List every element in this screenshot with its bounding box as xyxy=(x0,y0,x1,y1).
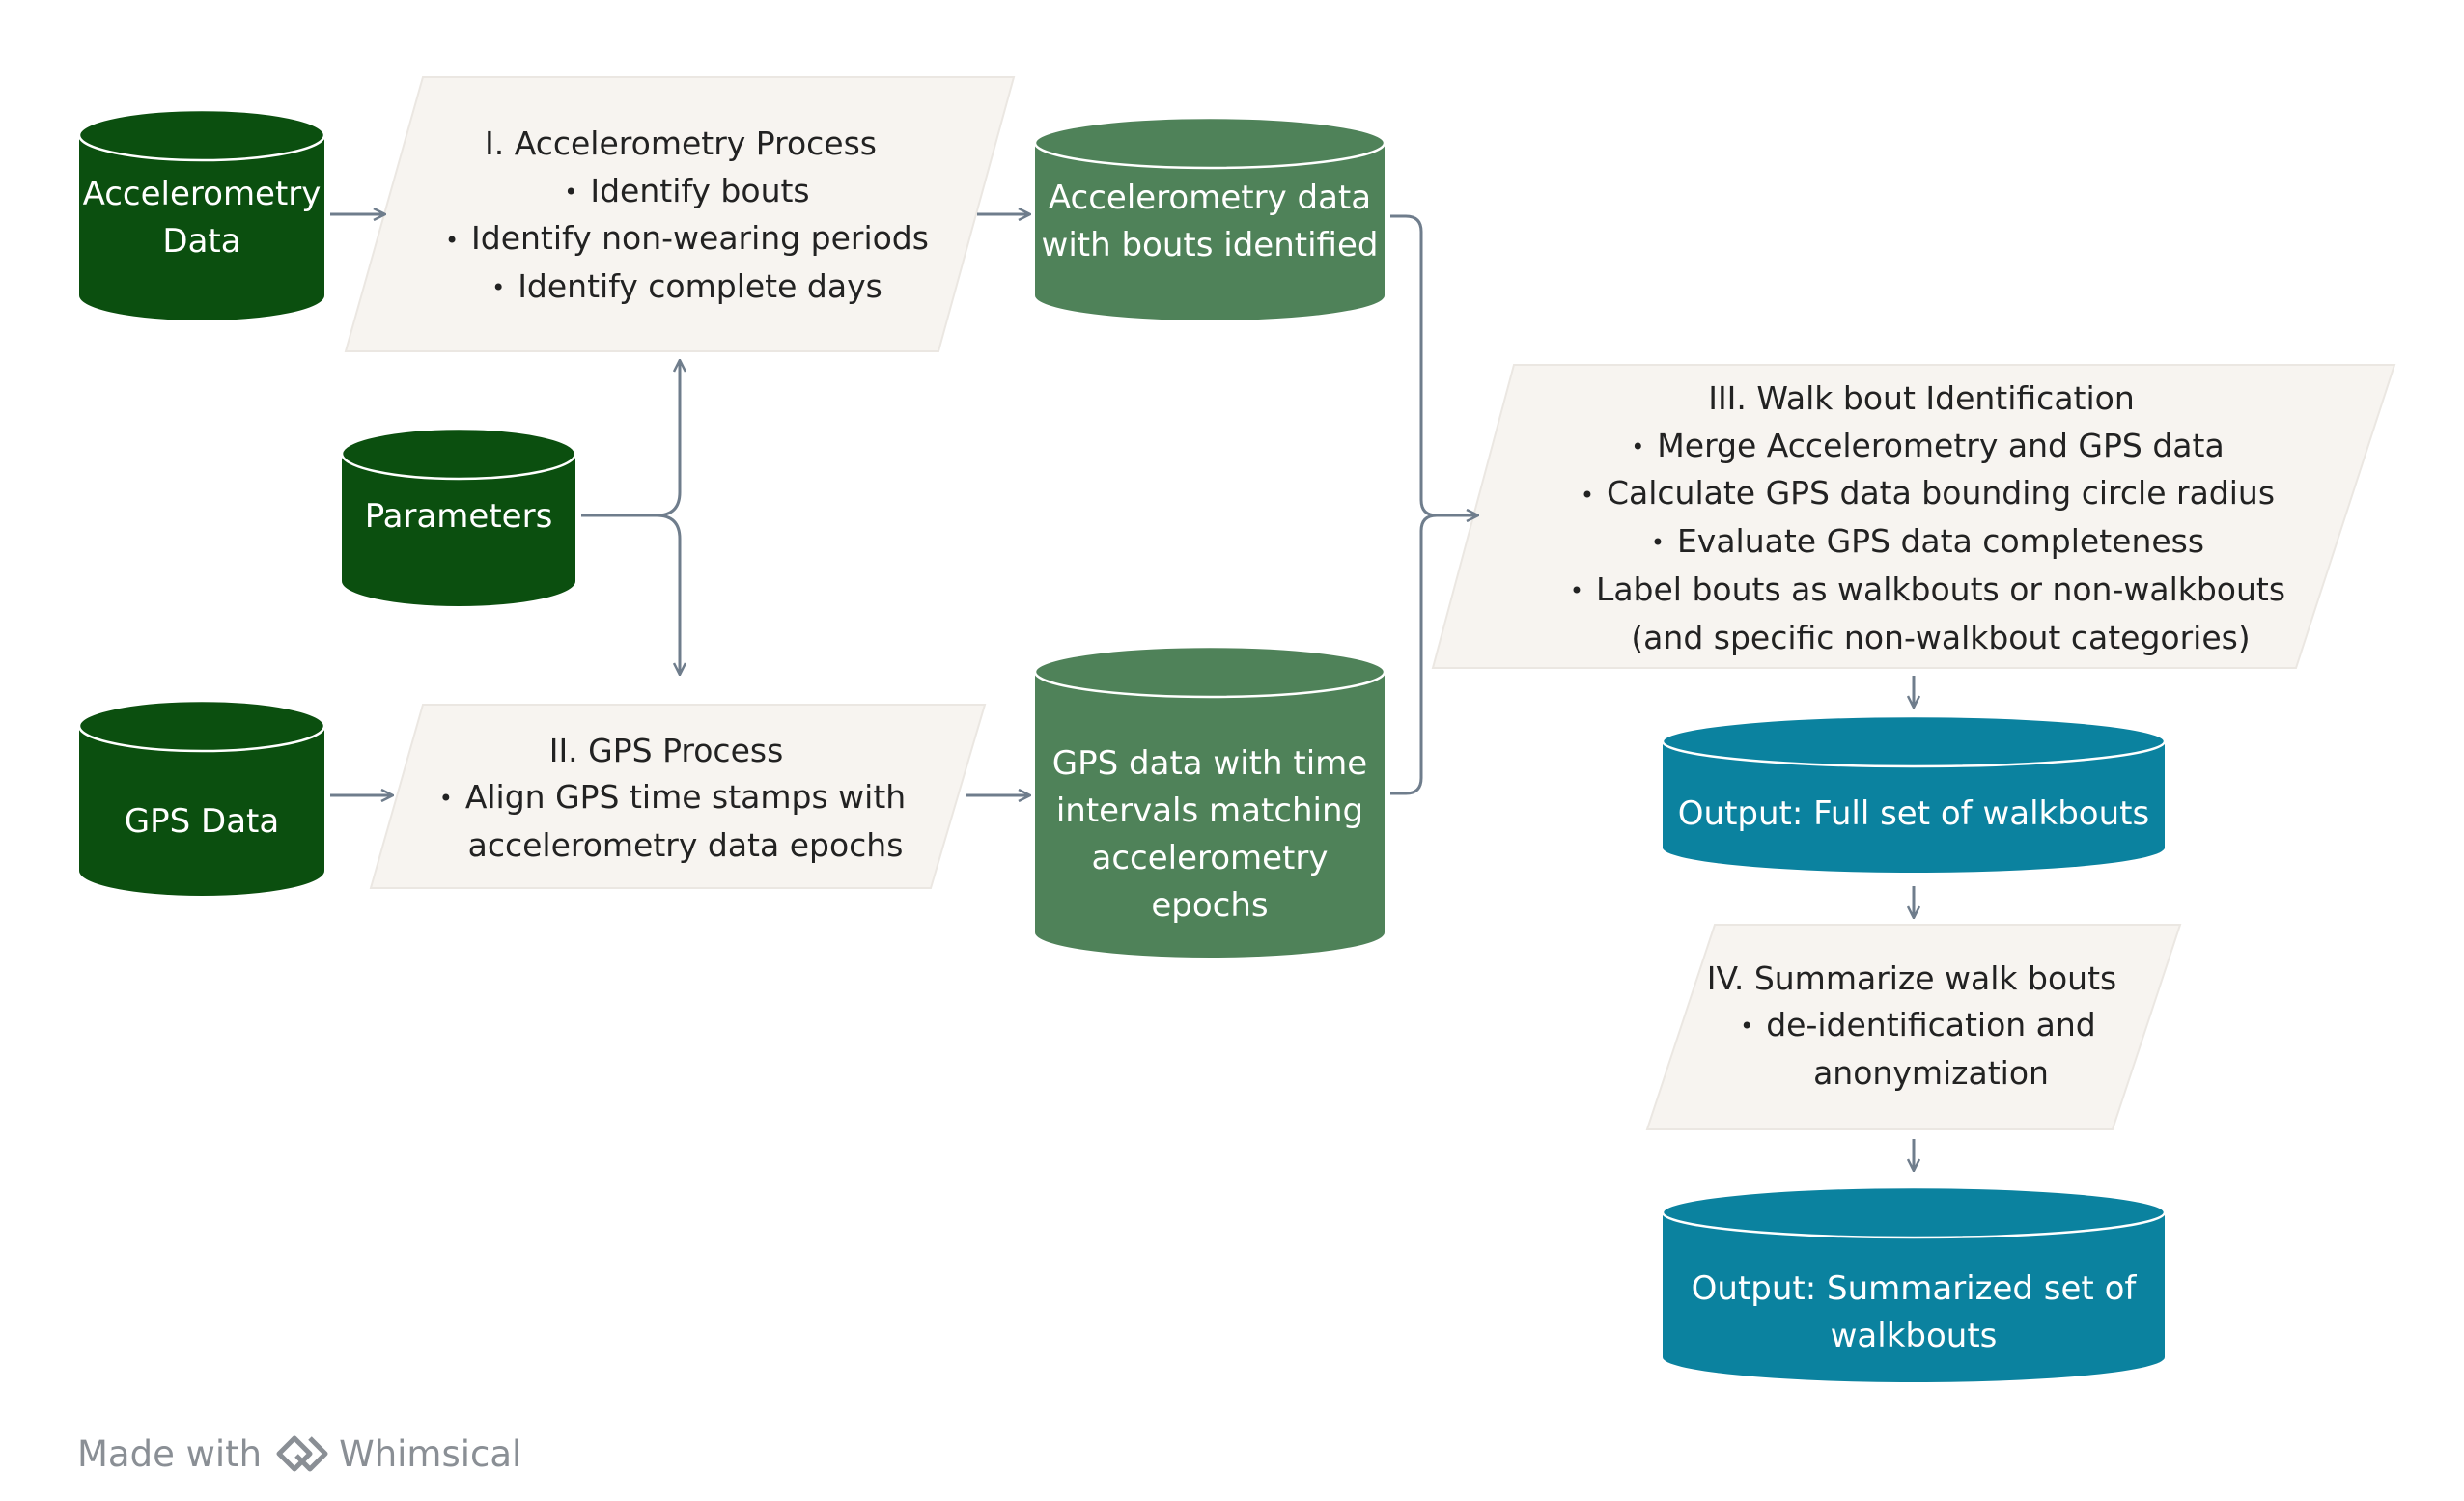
output-summarized-label: Output: Summarized set of walkbouts xyxy=(1691,1269,2137,1355)
connector-accel-bouts-to-p3 xyxy=(1390,214,1477,515)
gps-intervals-label: GPS data with time intervals matching ac… xyxy=(1051,744,1368,925)
process-2-text: II. GPS Process Align GPS time stamps wi… xyxy=(425,728,908,869)
process-1-bullet: Identify complete days xyxy=(479,264,882,312)
process-4-text: IV. Summarize walk bouts de-identificati… xyxy=(1699,956,2124,1097)
process-1-text: I. Accelerometry Process Identify bouts … xyxy=(406,122,956,311)
connector-parameters-to-p2 xyxy=(656,514,680,674)
accel-bouts-label: Accelerometry data with bouts identified xyxy=(1041,179,1379,264)
accelerometry-data-cylinder xyxy=(77,108,326,320)
output-full-label: Output: Full set of walkbouts xyxy=(1677,793,2150,833)
process-3-bullet-cont: (and specific non-walkbout categories) xyxy=(1631,618,2251,656)
process-4-bullet-cont: anonymization xyxy=(1813,1053,2049,1092)
process-3-bullet: Merge Accelerometry and GPS data xyxy=(1618,423,2224,471)
parameters-cylinder xyxy=(340,427,577,606)
output-summarized-cylinder xyxy=(1661,1185,2167,1382)
process-1-bullet: Identify non-wearing periods xyxy=(433,215,929,264)
process-1-bullet: Identify bouts xyxy=(551,168,809,216)
process-2-title: II. GPS Process xyxy=(548,731,784,769)
accel-bouts-cylinder xyxy=(1033,116,1386,320)
output-full-cylinder xyxy=(1661,714,2167,873)
gps-data-cylinder xyxy=(77,699,326,896)
connector-gps-intervals-to-p3 xyxy=(1390,514,1438,795)
gps-intervals-cylinder xyxy=(1033,645,1386,958)
process-4-title: IV. Summarize walk bouts xyxy=(1706,959,2117,997)
made-with-whimsical-footer[interactable]: Made with Whimsical xyxy=(77,1427,521,1481)
whimsical-brand-text: Whimsical xyxy=(339,1432,522,1475)
connector-parameters-to-p1 xyxy=(581,361,680,517)
made-with-text: Made with xyxy=(77,1432,263,1475)
process-4-bullet: de-identification and xyxy=(1727,1002,2096,1050)
whimsical-logo-icon xyxy=(276,1435,328,1472)
process-3-bullet: Label bouts as walkbouts or non-walkbout… xyxy=(1557,567,2285,615)
process-2-bullet-cont: accelerometry data epochs xyxy=(467,825,904,864)
parameters-label: Parameters xyxy=(364,496,553,536)
process-2-bullet: Align GPS time stamps with xyxy=(427,774,906,822)
gps-data-label: GPS Data xyxy=(124,801,280,841)
process-3-title: III. Walk bout Identification xyxy=(1708,379,2135,417)
process-3-bullet: Evaluate GPS data completeness xyxy=(1638,518,2204,567)
accelerometry-data-label: Accelerometry Data xyxy=(82,175,322,261)
process-3-bullet: Calculate GPS data bounding circle radiu… xyxy=(1568,470,2275,518)
process-3-text: III. Walk bout Identification Merge Acce… xyxy=(1506,376,2337,660)
process-1-title: I. Accelerometry Process xyxy=(485,125,877,163)
